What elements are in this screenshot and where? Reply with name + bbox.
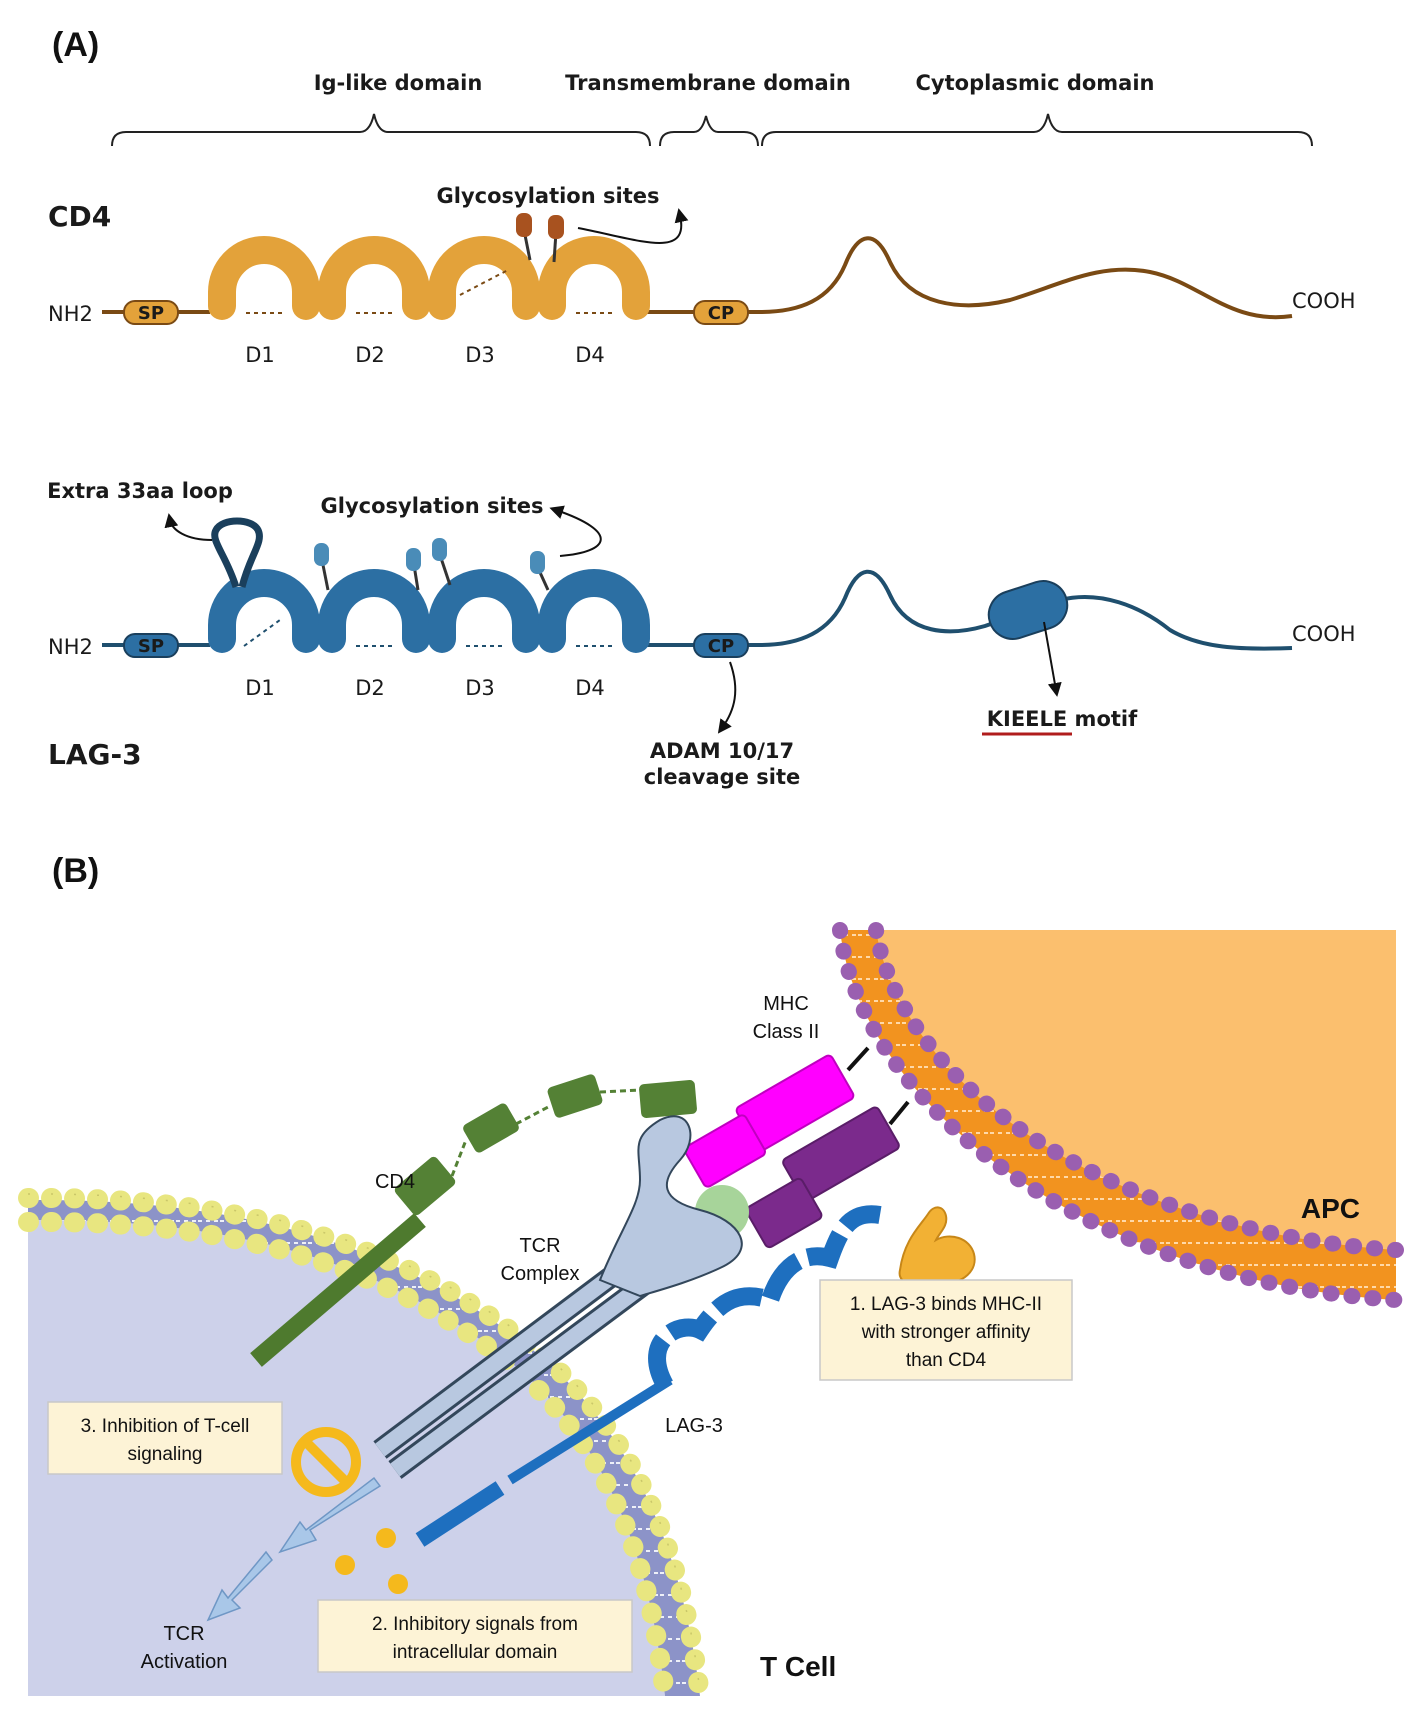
mhc-label-2: Class II	[753, 1021, 820, 1043]
cd4-domain-d4	[538, 236, 650, 320]
transmembrane-domain-label: Transmembrane domain	[565, 71, 851, 95]
box-3-inhibition: 3. Inhibition of T-cell signaling	[47, 1401, 283, 1475]
svg-text:SP: SP	[138, 636, 164, 657]
apc-label: APC	[1301, 1193, 1360, 1224]
lag3-molecule: LAG-3	[415, 1205, 882, 1547]
lag3-molecule-label: LAG-3	[665, 1415, 723, 1437]
svg-text:D4: D4	[575, 676, 605, 700]
lag3-extra-loop	[211, 517, 263, 589]
svg-text:1. LAG-3 binds MHC-II: 1. LAG-3 binds MHC-II	[850, 1294, 1042, 1315]
tcr-activation-label-1: TCR	[163, 1623, 204, 1645]
inhibitory-signal-dots	[335, 1528, 408, 1594]
signal-arrows	[206, 1476, 382, 1622]
svg-text:signaling: signaling	[128, 1444, 203, 1465]
svg-text:with stronger affinity: with stronger affinity	[861, 1322, 1031, 1343]
cleavage-site-label-2: cleavage site	[644, 765, 801, 789]
tcr-label-2: Complex	[501, 1263, 580, 1285]
kieele-motif-label: KIEELE motif	[987, 707, 1138, 731]
lag3-name: LAG-3	[48, 738, 142, 771]
lag3-domain-d1	[208, 569, 320, 653]
prohibition-icon	[291, 1427, 361, 1497]
mhc-class-ii: MHC Class II	[684, 993, 910, 1249]
panel-a-label: (A)	[52, 26, 99, 64]
cd4-name: CD4	[48, 200, 111, 233]
cd4-domain-d3	[428, 236, 540, 320]
ig-like-domain-label: Ig-like domain	[314, 71, 483, 95]
cd4-molecule: CD4	[250, 1074, 697, 1367]
lag3-n-terminus: NH2	[48, 635, 93, 659]
svg-text:SP: SP	[138, 303, 164, 324]
box-1-lag3-binds: 1. LAG-3 binds MHC-II with stronger affi…	[819, 1279, 1073, 1381]
svg-text:D2: D2	[355, 676, 385, 700]
svg-text:D3: D3	[465, 676, 495, 700]
svg-text:D2: D2	[355, 343, 385, 367]
cd4-domain-d2	[318, 236, 430, 320]
tcr-activation-label-2: Activation	[141, 1651, 228, 1673]
svg-text:than CD4: than CD4	[906, 1350, 987, 1371]
cd4-n-terminus: NH2	[48, 302, 93, 326]
lag3-cp-region	[693, 633, 749, 658]
tcr-complex: TCR Complex	[373, 1115, 743, 1479]
tcr-label-1: TCR	[519, 1235, 560, 1257]
cytoplasmic-domain-label: Cytoplasmic domain	[916, 71, 1155, 95]
t-cell-label: T Cell	[760, 1651, 836, 1682]
svg-text:D3: D3	[465, 343, 495, 367]
domain-braces	[111, 113, 1313, 147]
svg-text:CP: CP	[708, 303, 734, 324]
panel-b-label: (B)	[52, 852, 99, 890]
apc-cell: APC	[832, 922, 1404, 1308]
cleavage-site-label-1: ADAM 10/17	[650, 739, 794, 763]
extra-loop-label: Extra 33aa loop	[47, 479, 233, 503]
lag3-sp-region	[123, 633, 179, 658]
cd4-c-terminus: COOH	[1292, 289, 1356, 313]
lag3-domain-d3	[428, 569, 540, 653]
cd4-molecule-label: CD4	[375, 1171, 415, 1193]
svg-text:CP: CP	[708, 636, 734, 657]
lag3-domain-d2	[318, 569, 430, 653]
lag3-glycosylation-label: Glycosylation sites	[321, 494, 544, 518]
svg-text:3. Inhibition of T-cell: 3. Inhibition of T-cell	[81, 1416, 250, 1437]
svg-text:D4: D4	[575, 343, 605, 367]
svg-text:D1: D1	[245, 676, 275, 700]
lag3-domain-d4	[538, 569, 650, 653]
cd4-cp-region	[693, 300, 749, 325]
svg-text:2. Inhibitory signals from: 2. Inhibitory signals from	[372, 1614, 578, 1635]
flexed-biceps-icon	[898, 1206, 976, 1285]
box-2-inhibitory-signals: 2. Inhibitory signals from intracellular…	[317, 1599, 633, 1673]
mhc-label-1: MHC	[763, 993, 809, 1015]
lag3-schematic: NH2 COOH LAG-3 Gl	[47, 479, 1355, 789]
svg-text:D1: D1	[245, 343, 275, 367]
cd4-glycosylation-label: Glycosylation sites	[437, 184, 660, 208]
kieele-motif-domain	[987, 580, 1069, 640]
cd4-sp-region	[123, 300, 179, 325]
cd4-schematic: CD4 NH2 COOH Glycosylation sites SP	[48, 184, 1356, 367]
cd4-domain-d1	[208, 236, 320, 320]
lag3-c-terminus: COOH	[1292, 622, 1356, 646]
svg-text:intracellular domain: intracellular domain	[393, 1642, 558, 1663]
